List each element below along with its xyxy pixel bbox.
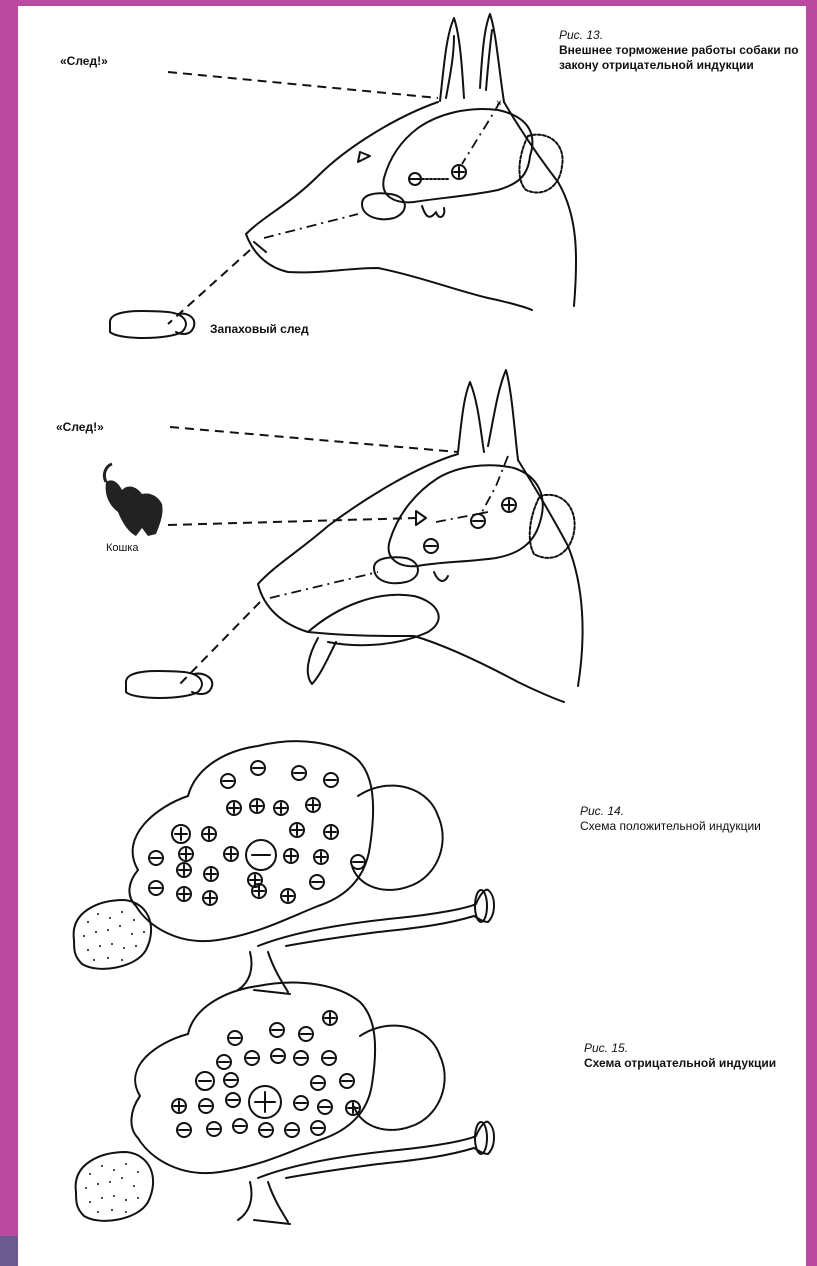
- document-page: «След!» Рис. 13. Внешнее торможение рабо…: [18, 6, 806, 1266]
- corner-decoration: [0, 1236, 18, 1266]
- cat-icon: [104, 464, 162, 536]
- dog-head-drawing-top: ×: [110, 14, 576, 338]
- dog-head-drawing-bottom: [104, 370, 582, 702]
- svg-text:×: ×: [496, 98, 502, 109]
- brain-diagram-fig15: [76, 983, 494, 1224]
- brain-diagram-fig14: [74, 741, 494, 994]
- illustrations: ×: [18, 6, 806, 1266]
